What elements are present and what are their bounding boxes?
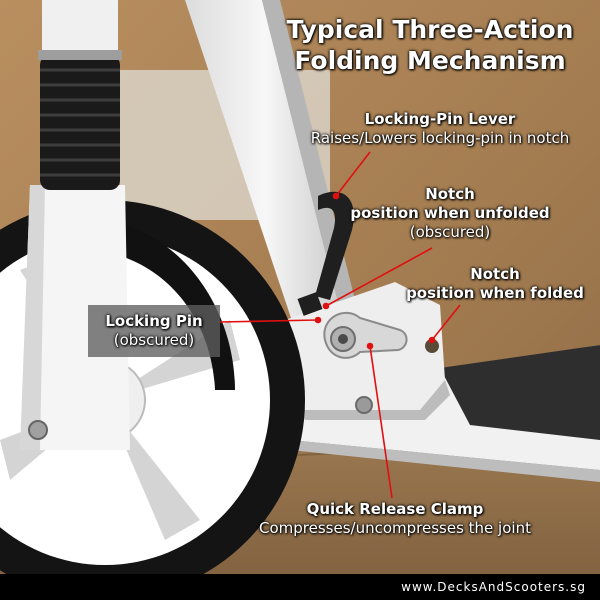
lever-heading: Locking-Pin Lever [364, 110, 516, 128]
suspension-spring [38, 0, 122, 190]
callout-clamp [369, 345, 393, 499]
clamp-desc: Compresses/uncompresses the joint [259, 519, 531, 537]
notch-folded [425, 339, 439, 353]
notch-unfolded-heading-1: Notch [425, 185, 475, 203]
callout-notch-folded [431, 304, 461, 341]
callout-notch-unfolded [325, 247, 433, 307]
locking-pin-heading: Locking Pin [105, 312, 203, 330]
notch-folded-heading-1: Notch [470, 265, 520, 283]
lever-desc: Raises/Lowers locking-pin in notch [310, 129, 570, 147]
deck-grip-tape [440, 345, 600, 440]
label-clamp: Quick Release Clamp Compresses/uncompres… [245, 500, 545, 538]
notch-unfolded-heading-2: position when unfolded [350, 204, 550, 222]
notch-folded-heading-2: position when folded [406, 284, 584, 302]
footer-url[interactable]: www.DecksAndScooters.sg [0, 574, 600, 600]
title-line-2: Folding Mechanism [294, 46, 566, 75]
label-locking-pin: Locking Pin (obscured) [88, 305, 220, 357]
callout-lines [219, 151, 461, 499]
locking-pin-note: (obscured) [113, 331, 195, 349]
callout-locking-pin [219, 319, 319, 323]
front-fork [20, 185, 130, 450]
scooter-stem [185, 0, 345, 345]
label-lever: Locking-Pin Lever Raises/Lowers locking-… [290, 110, 590, 148]
clamp-heading: Quick Release Clamp [306, 500, 484, 518]
locking-pin-lever [315, 191, 354, 300]
callout-lever [335, 151, 371, 197]
label-notch-unfolded: Notch position when unfolded (obscured) [340, 185, 560, 242]
diagram-title: Typical Three-Action Folding Mechanism [270, 14, 590, 76]
title-line-1: Typical Three-Action [286, 15, 574, 44]
label-notch-folded: Notch position when folded [400, 265, 590, 303]
bolt [355, 396, 373, 414]
axle-bolt [28, 420, 48, 440]
notch-unfolded-note: (obscured) [409, 223, 491, 241]
